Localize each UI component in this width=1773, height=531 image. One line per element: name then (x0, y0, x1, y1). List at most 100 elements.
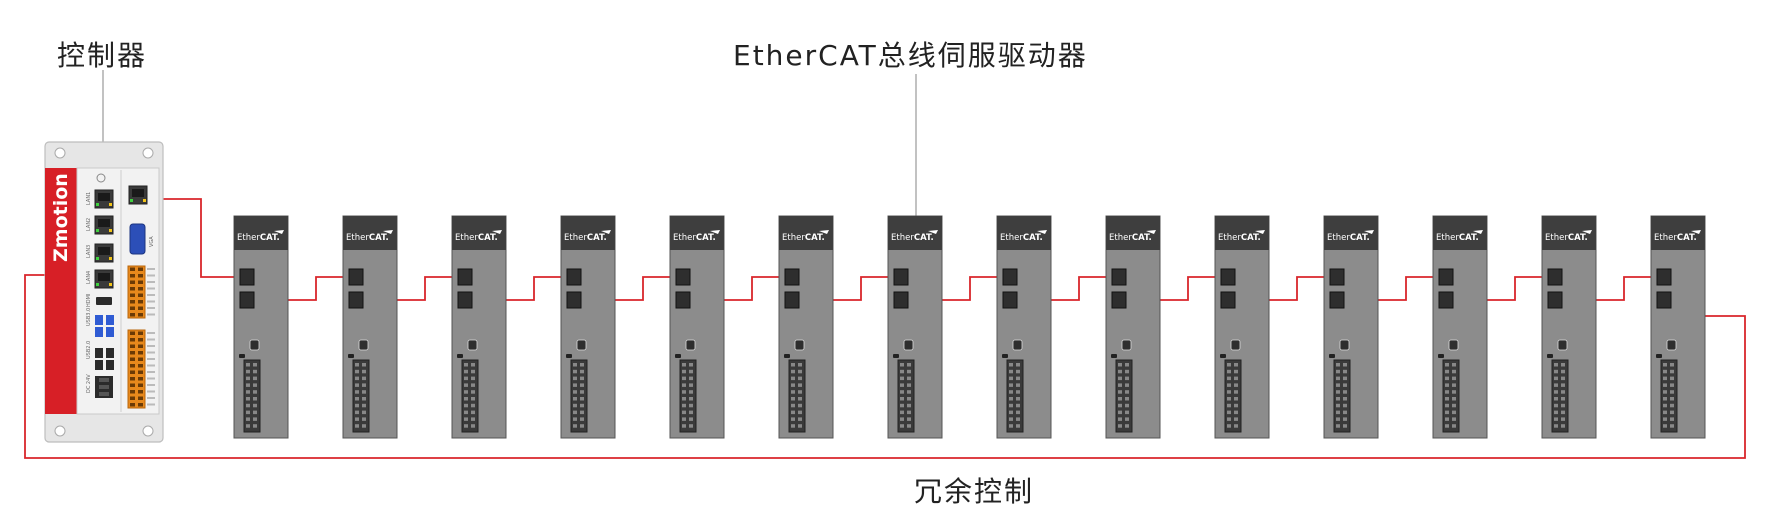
io-pin (246, 369, 250, 374)
servo-drive-7: EtherCAT. (887, 215, 943, 439)
lan-led-yellow (109, 257, 112, 260)
terminal-marking (147, 403, 155, 406)
lan-led-yellow (109, 203, 112, 206)
ethercat-arrow-icon (1255, 230, 1265, 234)
ecat-in-port (784, 268, 800, 286)
terminal-body (127, 265, 146, 319)
usb2-port (106, 348, 114, 358)
io-pin (1445, 397, 1449, 401)
io-pin (464, 369, 468, 374)
drive-indicator (1002, 354, 1008, 358)
io-pin (1663, 369, 1667, 374)
io-pin (900, 363, 904, 367)
io-pin (907, 390, 911, 394)
io-pin (1343, 383, 1347, 387)
port-label: LAN2 (86, 218, 92, 231)
io-pin (1234, 390, 1238, 394)
io-pin (798, 403, 802, 408)
ethercat-arrow-icon (819, 230, 829, 234)
io-pin (580, 383, 584, 387)
io-pin (464, 376, 468, 381)
io-pin (1452, 363, 1456, 367)
terminal-screw (130, 300, 135, 304)
drive-brand-text: EtherCAT. (1218, 233, 1261, 243)
servo-drive-1: EtherCAT. (233, 215, 289, 439)
io-pin (798, 363, 802, 367)
drive-indicator (457, 354, 463, 358)
io-pin (900, 369, 904, 374)
io-pin (1445, 383, 1449, 387)
io-pin (791, 403, 795, 408)
terminal-screw (130, 390, 135, 394)
ecat-out-port (348, 291, 364, 309)
io-pin (1670, 403, 1674, 408)
io-pin (1125, 390, 1129, 394)
io-pin (580, 424, 584, 428)
drive-header (561, 216, 615, 250)
io-pin (907, 363, 911, 367)
io-pin (464, 383, 468, 387)
terminal-screw (138, 351, 143, 355)
io-pin (689, 369, 693, 374)
drive-body (1323, 215, 1379, 439)
io-pin (1554, 397, 1558, 401)
dc-pin (99, 385, 109, 389)
drive-body (996, 215, 1052, 439)
io-pin (1561, 376, 1565, 381)
servo-drive-4: EtherCAT. (560, 215, 616, 439)
io-pin (900, 397, 904, 401)
io-pin (1554, 383, 1558, 387)
io-pin (1452, 369, 1456, 374)
io-pin (1227, 417, 1231, 421)
terminal-screw (138, 370, 143, 374)
terminal-screw (138, 280, 143, 284)
terminal-marking (147, 294, 155, 296)
ethercat-arrow-icon (928, 230, 938, 234)
io-pin (246, 363, 250, 367)
io-pin (355, 424, 359, 428)
io-pin (471, 417, 475, 421)
cable-controller-to-drive-1 (147, 198, 247, 278)
io-pin (1016, 376, 1020, 381)
io-pin (791, 363, 795, 367)
drive-brand-text: EtherCAT. (237, 233, 280, 243)
drive-indicator (675, 354, 681, 358)
terminal-screw (138, 267, 143, 271)
io-pin (464, 417, 468, 421)
ecat-in-port (1220, 268, 1236, 286)
io-pin (1561, 363, 1565, 367)
drive-mini-port (1012, 339, 1023, 351)
drive-mini-port (1557, 339, 1568, 351)
io-pin (362, 417, 366, 421)
io-pin (1118, 369, 1122, 374)
port-label: DC 24V (86, 374, 92, 393)
ecat-in-port (1002, 268, 1018, 286)
terminal-screw (138, 338, 143, 342)
controller-red-strip (45, 168, 77, 414)
usb3-port (95, 327, 103, 337)
drive-indicator (1438, 354, 1444, 358)
io-pin (246, 383, 250, 387)
io-pin (1125, 403, 1129, 408)
drive-brand-text: EtherCAT. (1545, 233, 1588, 243)
io-pin (900, 403, 904, 408)
io-pin (1009, 363, 1013, 367)
terminal-screw (138, 331, 143, 335)
io-pin (253, 410, 257, 415)
ecat-out-port (1220, 291, 1236, 309)
usb2-port (95, 360, 103, 370)
lan-led-yellow (109, 229, 112, 232)
io-pin (1343, 397, 1347, 401)
io-pin (1561, 417, 1565, 421)
io-pin (907, 383, 911, 387)
io-pin (907, 403, 911, 408)
drive-mini-port (467, 339, 478, 351)
io-pin (464, 424, 468, 428)
terminal-marking (147, 268, 155, 270)
io-pin (1343, 390, 1347, 394)
io-pin (1118, 403, 1122, 408)
vga-port (129, 223, 146, 255)
io-pin (1670, 417, 1674, 421)
io-pin (362, 397, 366, 401)
